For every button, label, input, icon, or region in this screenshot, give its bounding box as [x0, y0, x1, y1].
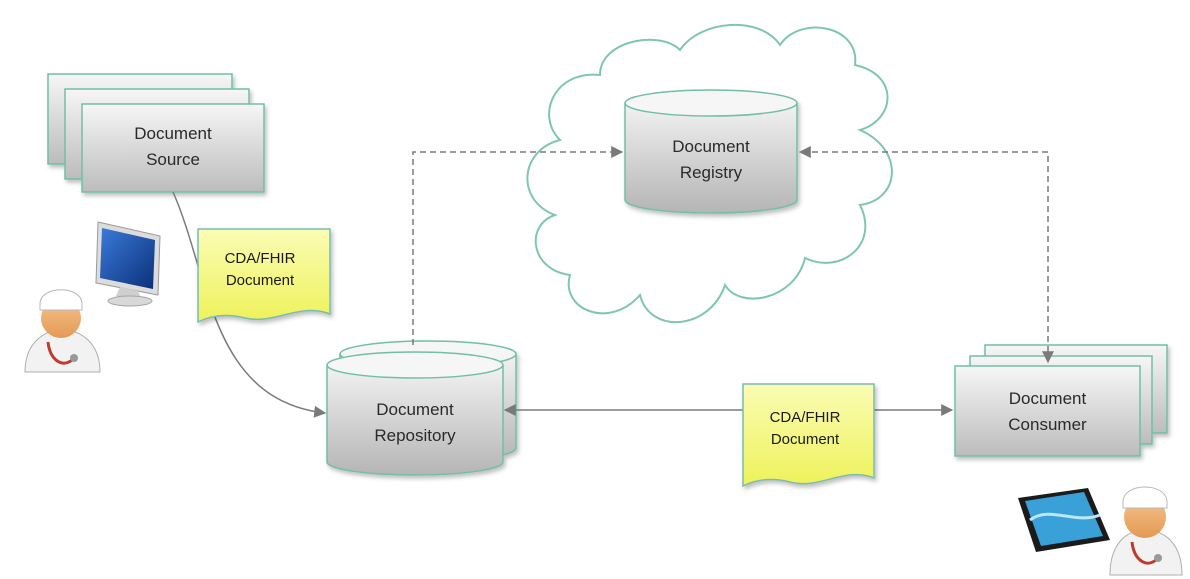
document-registry-label-line2: Registry [679, 163, 743, 182]
source-cda-fhir-document-icon [197, 228, 331, 324]
document-registry-label-line1: Document [672, 137, 750, 156]
document-source-label: Document Source [82, 121, 264, 173]
doctor-icon [1109, 486, 1183, 576]
doctor-icon [24, 289, 101, 373]
repository-to-registry-dashed-arrow [412, 146, 624, 345]
source-document-label-line1: CDA/FHIR [224, 250, 296, 267]
document-source-box[interactable] [47, 73, 265, 193]
source-to-repository-arrow [172, 191, 327, 418]
document-consumer-label: Document Consumer [955, 386, 1140, 438]
consumer-registry-dashed-arrow [798, 146, 1054, 364]
transfer-document-label-line2: Document [770, 431, 840, 448]
document-consumer-label-line1: Document [1008, 389, 1087, 408]
document-consumer-label-line2: Consumer [1008, 415, 1087, 434]
document-repository-label-line1: Document [376, 400, 454, 419]
computer-monitor-icon [95, 221, 161, 307]
document-registry-database-icon [624, 89, 798, 214]
source-document-label-line2: Document [225, 272, 295, 289]
tablet-icon [1018, 488, 1110, 552]
transfer-cda-fhir-document-icon [742, 383, 875, 488]
transfer-document-label-line1: CDA/FHIR [769, 409, 841, 426]
document-source-label-line1: Document [134, 124, 212, 143]
document-repository-database-icon [326, 340, 517, 476]
transfer-document-label: CDA/FHIR Document [743, 407, 867, 451]
document-registry-label: Document Registry [625, 134, 797, 186]
document-repository-label: Document Repository [327, 397, 503, 449]
document-repository-label-line2: Repository [374, 426, 456, 445]
source-document-label: CDA/FHIR Document [198, 248, 322, 292]
document-source-label-line2: Source [146, 150, 200, 169]
